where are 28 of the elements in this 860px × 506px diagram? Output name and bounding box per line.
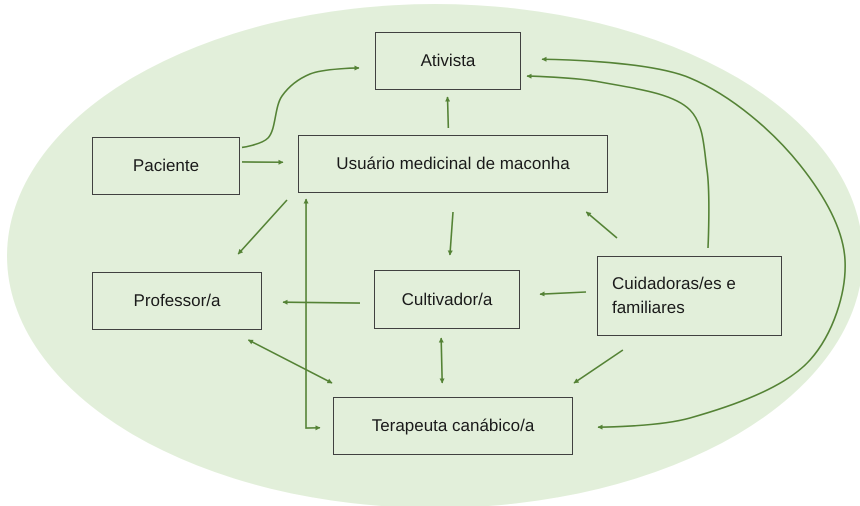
role-box [333,397,573,455]
arrow [526,74,710,248]
arrow [438,338,445,384]
arrow [282,300,360,305]
arrow [448,212,454,256]
arrow [242,65,360,148]
role-box [374,270,520,329]
box-label: Terapeuta canábico/a [372,415,534,438]
role-box [597,256,782,336]
box-label: Cultivador/a [402,288,492,311]
arrow [542,56,846,430]
arrow [574,349,624,384]
arrow [248,339,332,384]
arrow [238,199,288,255]
box-label: Paciente [132,155,200,178]
arrow [304,198,320,430]
box-label: Cuidadoras/es e familiares [612,273,737,319]
role-box [92,137,240,195]
arrow [242,160,284,165]
arrow [540,291,586,297]
box-label: Professor/a [134,290,220,312]
box-label: Ativista [420,50,476,72]
role-box [92,272,262,330]
box-label: Usuário medicinal de maconha [336,153,570,176]
arrow [586,211,618,239]
role-box [298,135,608,193]
role-box [375,32,521,90]
arrow [445,96,450,128]
